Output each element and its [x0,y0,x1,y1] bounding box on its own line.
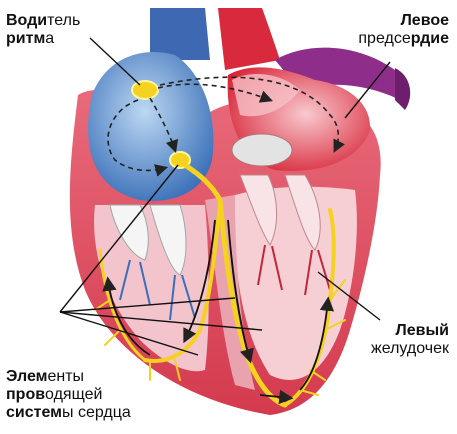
right-atrium [88,52,213,201]
label-left-ventricle: Левый желудочек [371,322,449,358]
label-conduction-system: Элементы проводящей системы сердца [6,368,131,422]
label-pacemaker: Водитель ритма [6,12,80,48]
label-left-atrium: Левое предсердие [358,12,449,48]
right-ventricle [94,205,209,371]
sinoatrial-node [132,81,158,99]
